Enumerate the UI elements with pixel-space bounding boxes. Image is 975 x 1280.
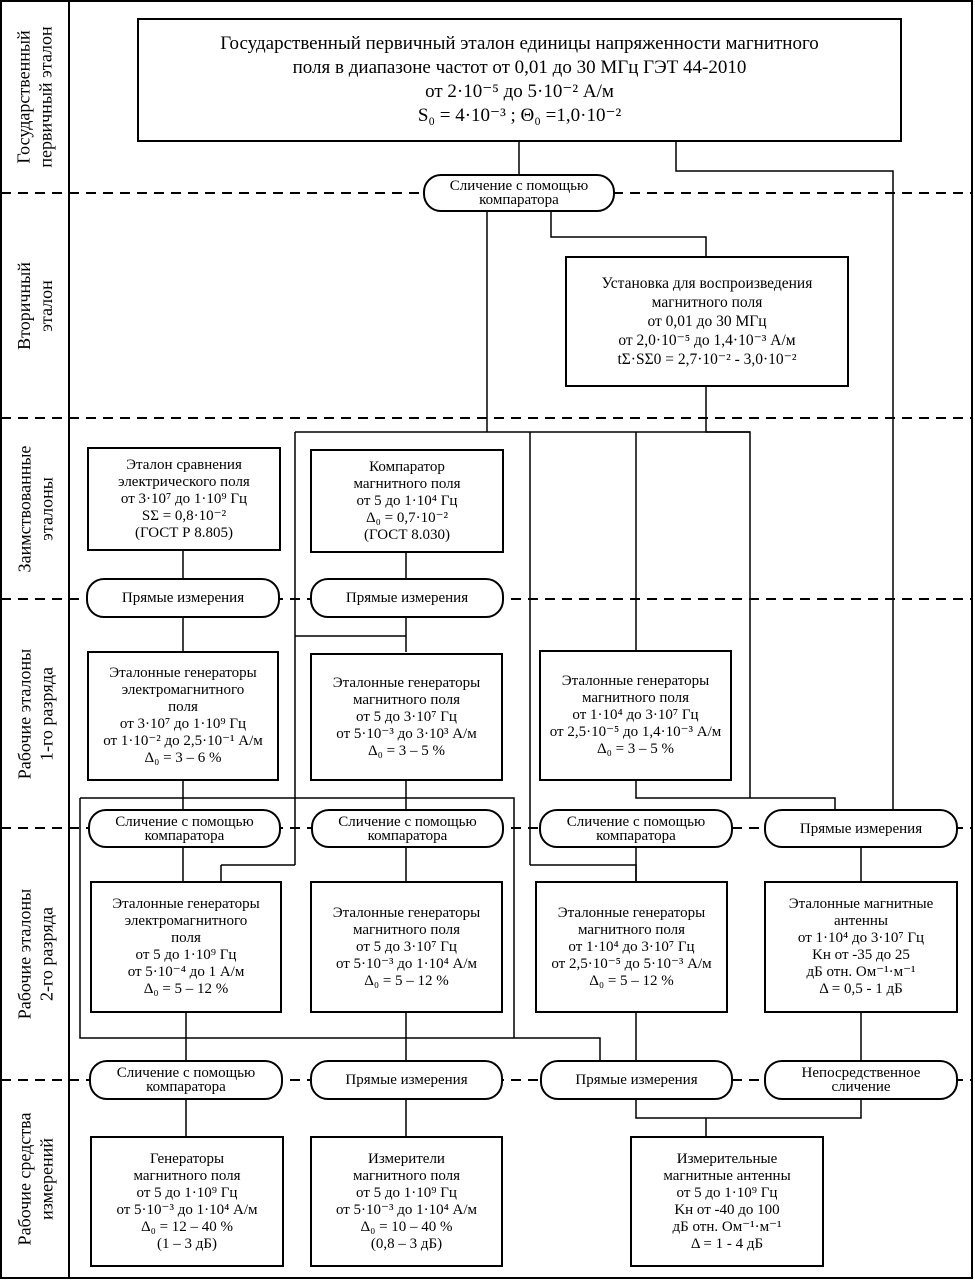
method-direct-w2-c: Прямые измерения	[540, 1060, 733, 1100]
primary-standard-box: Государственный первичный эталон единицы…	[137, 18, 902, 142]
primary-accuracy: S₀ = 4·10⁻³ ; Θ₀ =1,0·10⁻²	[417, 105, 622, 126]
primary-title-line2: поля в диапазоне частот от 0,01 до 30 МГ…	[292, 57, 747, 78]
connections	[79, 141, 894, 1137]
method-direct-w1-d: Прямые измерения	[764, 809, 958, 848]
method-direct-w2-b: Прямые измерения	[310, 1060, 503, 1100]
method-direct-2: Прямые измерения	[310, 578, 504, 618]
method-direct-1: Прямые измерения	[86, 578, 280, 618]
primary-range: от 2·10⁻⁵ до 5·10⁻² А/м	[425, 81, 614, 102]
primary-title-line1: Государственный первичный эталон единицы…	[220, 33, 819, 54]
